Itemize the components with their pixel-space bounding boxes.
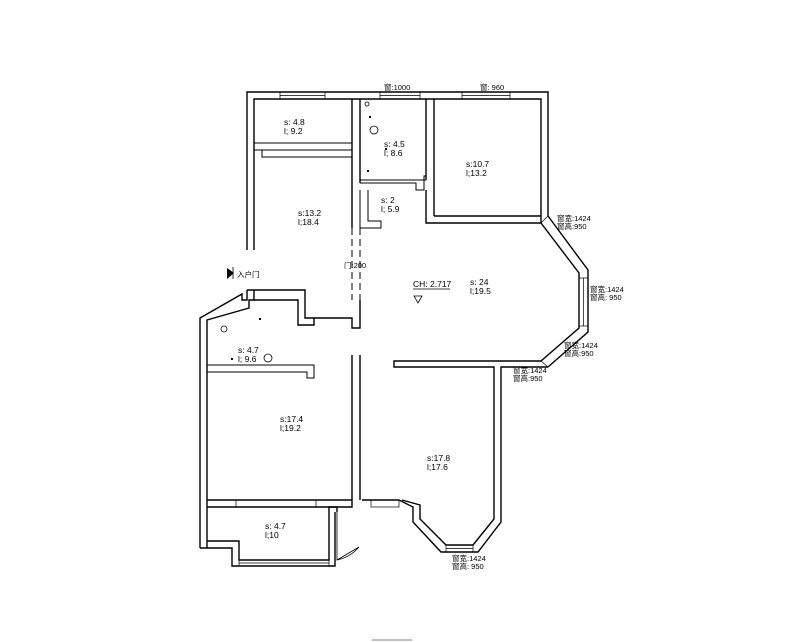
entrance-arrow-icon	[227, 268, 234, 279]
room-bath-mid-area: s: 4.7	[238, 345, 259, 355]
room-sw-perimeter: l;19.2	[280, 423, 301, 433]
balcony-door-swing	[336, 512, 360, 561]
room-bath-mid-perimeter: l; 9.6	[238, 354, 257, 364]
room-se-area: s:17.8	[427, 453, 450, 463]
window-sw	[235, 499, 317, 508]
window-se	[370, 499, 400, 508]
window-bay-2-height: 窗高: 950	[590, 292, 622, 302]
window-bottom-width: 窗宽:1424	[452, 553, 486, 563]
fixture-circle-3	[263, 353, 273, 363]
door-opening-label: 门:200	[344, 261, 366, 270]
window-bay-4-width: 窗宽:1424	[513, 365, 547, 375]
room-balcony-area: s: 4.7	[265, 521, 286, 531]
ceiling-height-label: CH: 2.717	[413, 279, 452, 289]
room-hall-perimeter: l; 5.9	[381, 204, 400, 214]
window-labels: 窗:1000 窗: 960 窗宽:1424 窗高:950 窗宽:1424 窗高:…	[384, 82, 624, 571]
window-top-b-label: 窗: 960	[480, 82, 504, 92]
window-bay-3-height: 窗高:950	[564, 348, 594, 358]
room-ne-area: s:10.7	[466, 159, 489, 169]
room-sw-area: s:17.4	[280, 414, 303, 424]
interior-walls	[207, 99, 541, 512]
fixture-circle-1	[369, 125, 379, 135]
fixtures	[220, 101, 387, 363]
room-labels: s: 4.8 l; 9.2 s: 4.5 l; 8.6 s:10.7 l;13.…	[238, 117, 491, 540]
window-bottom-height: 窗高: 950	[452, 561, 484, 571]
fixture-circle-2	[364, 101, 370, 107]
room-west-area: s:13.2	[298, 208, 321, 218]
window-top-a-label: 窗:1000	[384, 82, 410, 92]
room-west-perimeter: l;18.4	[298, 217, 319, 227]
room-hall-area: s: 2	[381, 195, 395, 205]
level-triangle-icon	[413, 295, 423, 304]
doors	[227, 267, 360, 561]
window-bay-3-width: 窗宽:1424	[564, 340, 598, 350]
room-living-perimeter: l;19.5	[470, 286, 491, 296]
room-se-perimeter: l;17.6	[427, 462, 448, 472]
room-bath-top-perimeter: l; 8.6	[384, 148, 403, 158]
room-nw-area: s: 4.8	[284, 117, 305, 127]
window-bay-1-height: 窗高:950	[557, 221, 587, 231]
room-living-area: s: 24	[470, 277, 489, 287]
window-bay-2-width: 窗宽:1424	[590, 284, 624, 294]
window-bay-1-width: 窗宽:1424	[557, 213, 591, 223]
ceiling-height-marker: CH: 2.717	[413, 279, 452, 304]
window-bay-4-height: 窗高:950	[513, 373, 543, 383]
room-bath-top-area: s: 4.5	[384, 139, 405, 149]
exterior-walls	[199, 91, 589, 567]
room-balcony-perimeter: l;10	[265, 530, 279, 540]
windows	[235, 91, 589, 567]
room-ne-perimeter: l;13.2	[466, 168, 487, 178]
entrance-label: 入户门	[237, 269, 260, 279]
fixture-circle-4	[220, 325, 228, 333]
room-nw-perimeter: l; 9.2	[284, 126, 303, 136]
